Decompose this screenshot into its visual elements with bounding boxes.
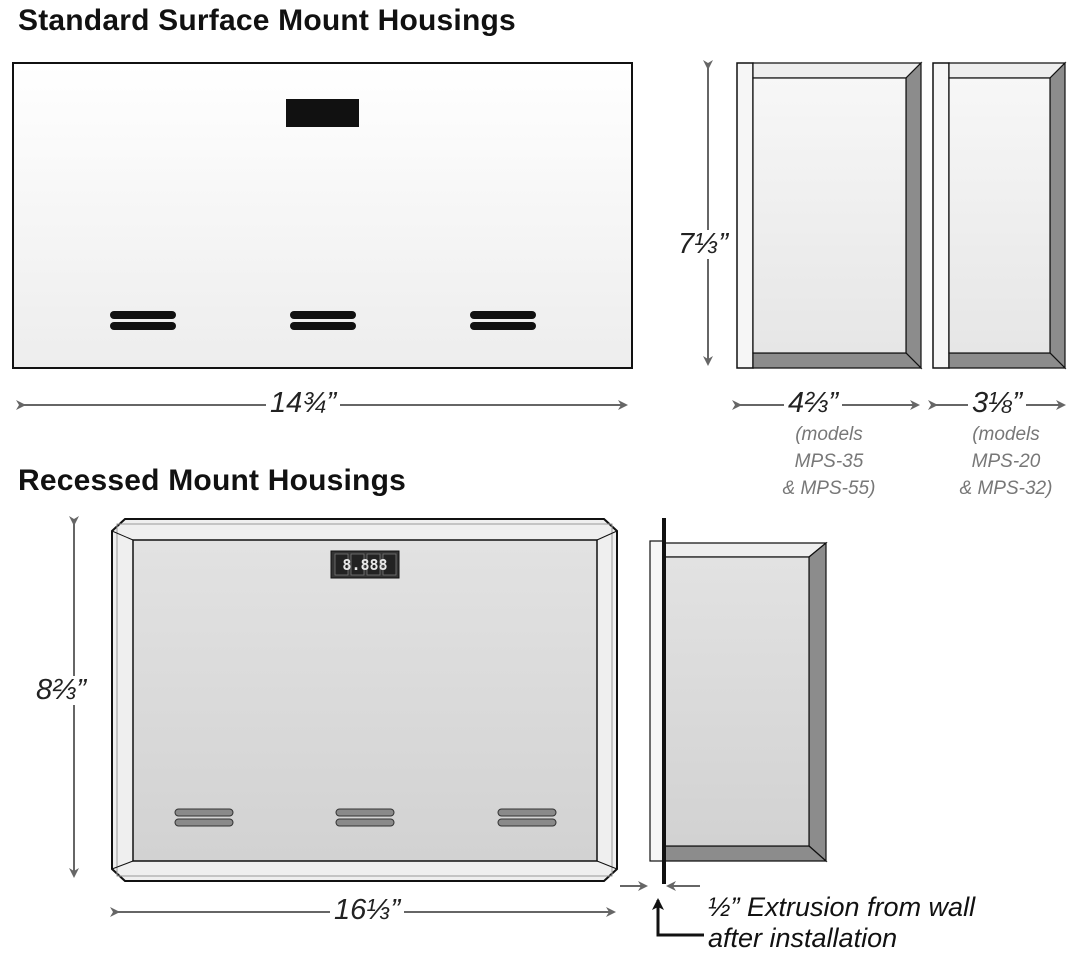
recessed-height-label: 8⅔” bbox=[32, 676, 90, 705]
recessed-side-view bbox=[649, 518, 828, 884]
surface-vent-slots bbox=[110, 311, 536, 330]
surface-housing-front bbox=[12, 62, 633, 369]
model-note-b-line2: MPS-20 bbox=[971, 451, 1041, 472]
display-digits: 8.888 bbox=[342, 556, 387, 574]
model-note-a: (models MPS-35 & MPS-55) bbox=[759, 421, 899, 502]
recessed-vent-slots bbox=[174, 808, 557, 827]
surface-mount-heading: Standard Surface Mount Housings bbox=[18, 4, 516, 37]
surface-display-window bbox=[286, 99, 359, 127]
recessed-housing-front: 8.888 bbox=[111, 518, 618, 882]
model-note-a-line3: & MPS-55) bbox=[782, 478, 876, 499]
extrusion-callout: ½” Extrusion from wall after installatio… bbox=[708, 892, 975, 954]
model-note-a-line2: MPS-35 bbox=[794, 451, 864, 472]
model-note-b-line1: (models bbox=[972, 424, 1040, 445]
surface-width-label: 14¾” bbox=[266, 389, 341, 418]
model-note-b-line3: & MPS-32) bbox=[959, 478, 1053, 499]
surface-side-view-a bbox=[736, 61, 923, 370]
model-note-b: (models MPS-20 & MPS-32) bbox=[936, 421, 1072, 502]
model-note-a-line1: (models bbox=[795, 424, 863, 445]
recessed-mount-heading: Recessed Mount Housings bbox=[18, 464, 406, 497]
surface-side-view-b bbox=[932, 61, 1067, 370]
extrusion-callout-line1: ½” Extrusion from wall bbox=[708, 892, 976, 922]
extrusion-callout-line2: after installation bbox=[708, 923, 898, 953]
recessed-width-label: 16⅓” bbox=[330, 896, 405, 925]
extrusion-callout-arrow bbox=[652, 898, 704, 937]
surface-height-label: 7⅓” bbox=[674, 230, 732, 259]
recessed-led-display: 8.888 bbox=[330, 550, 400, 579]
depth-b-label: 3⅛” bbox=[968, 389, 1026, 418]
depth-a-label: 4⅔” bbox=[784, 389, 842, 418]
